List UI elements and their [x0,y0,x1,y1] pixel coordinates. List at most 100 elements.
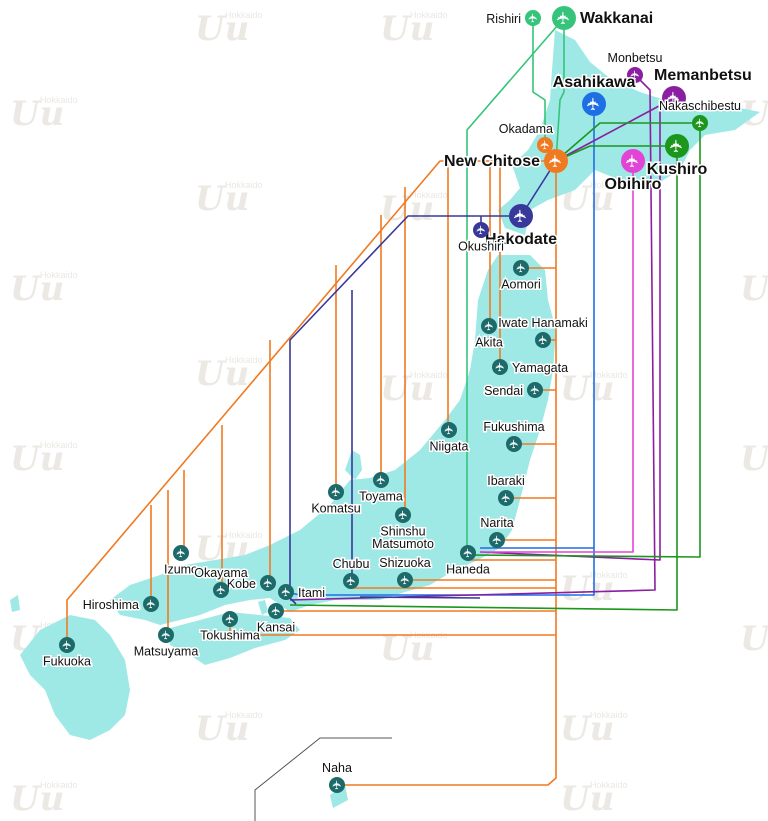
airport-matsuyama[interactable]: ✈Matsuyama [132,627,200,660]
land-shikoku [170,612,300,665]
airport-fukushima[interactable]: ✈Fukushima [482,419,546,452]
airport-tokushima[interactable]: ✈Tokushima [199,611,261,644]
airport-marker[interactable] [395,507,411,523]
airport-marker[interactable] [492,359,508,375]
airplane-icon: ✈ [693,118,707,128]
airport-label: Kushiro [647,161,708,178]
airport-marker[interactable] [552,6,576,30]
airport-toyama[interactable]: ✈Toyama [358,472,404,505]
airport-ibaraki[interactable]: ✈Ibaraki [486,473,526,506]
airport-hakodate[interactable]: ✈Hakodate [483,204,559,250]
airport-marker[interactable] [59,637,75,653]
land-honshu [110,255,556,625]
airplane-icon: ✈ [344,576,358,586]
airport-kansai[interactable]: ✈Kansai [255,603,297,636]
airplane-icon: ✈ [269,606,283,616]
airport-fukuoka[interactable]: ✈Fukuoka [42,637,93,670]
airport-marker[interactable] [328,484,344,500]
airport-label: Izumo [164,563,198,577]
airport-marker[interactable] [473,222,489,238]
watermark-text: Hokkaido [590,370,628,380]
airport-label: Shinshu [380,525,425,539]
airport-label: Okadama [499,122,553,136]
airport-okadama[interactable]: ✈Okadama [497,121,555,153]
airport-label: Sendai [484,384,523,398]
airport-marker[interactable] [373,472,389,488]
airport-marker[interactable] [158,627,174,643]
airport-marker[interactable] [509,204,533,228]
watermark-text: Hokkaido [590,570,628,580]
airport-marker[interactable] [544,149,568,173]
airport-marker[interactable] [143,596,159,612]
airport-marker[interactable] [397,572,413,588]
airport-izumo[interactable]: ✈Izumo [162,545,200,578]
airport-marker[interactable] [627,67,643,83]
airport-marker[interactable] [527,382,543,398]
airplane-icon: ✈ [528,385,542,395]
airport-marker[interactable] [260,575,276,591]
airport-marker[interactable] [173,545,189,561]
airport-marker[interactable] [268,603,284,619]
airport-label: Obihiro [605,176,662,193]
airport-asahikawa[interactable]: ✈Asahikawa [551,73,637,116]
airport-marker[interactable] [537,137,553,153]
airport-chubu[interactable]: ✈Chubu [331,556,371,589]
airport-aomori[interactable]: ✈Aomori [500,260,542,293]
airport-marker[interactable] [278,584,294,600]
airport-memanbetsu[interactable]: ✈Memanbetsu [653,66,753,110]
airport-label: Narita [480,516,513,530]
airport-itami[interactable]: ✈Itami [278,584,327,602]
airport-marker[interactable] [525,10,541,26]
land-masses [10,12,760,821]
airport-niigata[interactable]: ✈Niigata [428,422,470,455]
airplane-icon: ✈ [60,640,74,650]
airport-rishiri[interactable]: ✈Rishiri [485,10,541,28]
airport-yamagata[interactable]: ✈Yamagata [492,359,570,377]
airport-marker[interactable] [535,332,551,348]
airport-okushiri[interactable]: ✈Okushiri [457,222,505,255]
airplane-icon: ✈ [374,475,388,485]
airport-obihiro[interactable]: ✈Obihiro [603,149,663,195]
airport-marker[interactable] [506,436,522,452]
airport-marker[interactable] [222,611,238,627]
airport-marker[interactable] [582,92,606,116]
watermark-logo: Uu [560,569,614,609]
airport-marker[interactable] [621,149,645,173]
airport-marker[interactable] [665,134,689,158]
airport-haneda[interactable]: ✈Haneda [445,545,491,578]
airport-marker[interactable] [329,777,345,793]
airport-label: Naha [322,761,352,775]
airport-marker[interactable] [489,532,505,548]
airplane-icon: ✈ [546,154,566,168]
airport-marker[interactable] [692,115,708,131]
airport-shizuoka[interactable]: ✈Shizuoka [378,555,432,588]
airport-marker[interactable] [498,490,514,506]
airport-akita[interactable]: ✈Akita [474,318,504,351]
airport-marker[interactable] [343,573,359,589]
airport-kushiro[interactable]: ✈Kushiro [645,134,709,180]
airport-marker[interactable] [513,260,529,276]
watermark-logo: Uu [560,709,614,749]
airplane-icon: ✈ [628,70,642,80]
airport-komatsu[interactable]: ✈Komatsu [310,484,362,517]
airport-narita[interactable]: ✈Narita [479,515,515,548]
airport-iwate[interactable]: ✈Iwate Hanamaki [497,315,589,348]
airport-marker[interactable] [481,318,497,334]
airport-naha[interactable]: ✈Naha [321,760,353,793]
airport-hiroshima[interactable]: ✈Hiroshima [81,596,159,614]
airport-marker[interactable] [213,582,229,598]
airport-kobe[interactable]: ✈Kobe [225,575,276,593]
route-line-hakodate [289,215,521,605]
airport-new_chitose[interactable]: ✈New Chitose [442,149,568,173]
airplane-icon: ✈ [461,548,475,558]
airport-monbetsu[interactable]: ✈Monbetsu [606,50,664,83]
airport-okayama[interactable]: ✈Okayama [193,565,249,598]
airport-sendai[interactable]: ✈ Sendai [483,382,543,400]
airport-marker[interactable] [662,86,686,110]
airport-marker[interactable] [460,545,476,561]
airport-wakkanai[interactable]: ✈Wakkanai [552,6,655,30]
airport-nakashibetsu[interactable]: ✈Nakaschibestu [658,98,743,131]
airport-marker[interactable] [441,422,457,438]
